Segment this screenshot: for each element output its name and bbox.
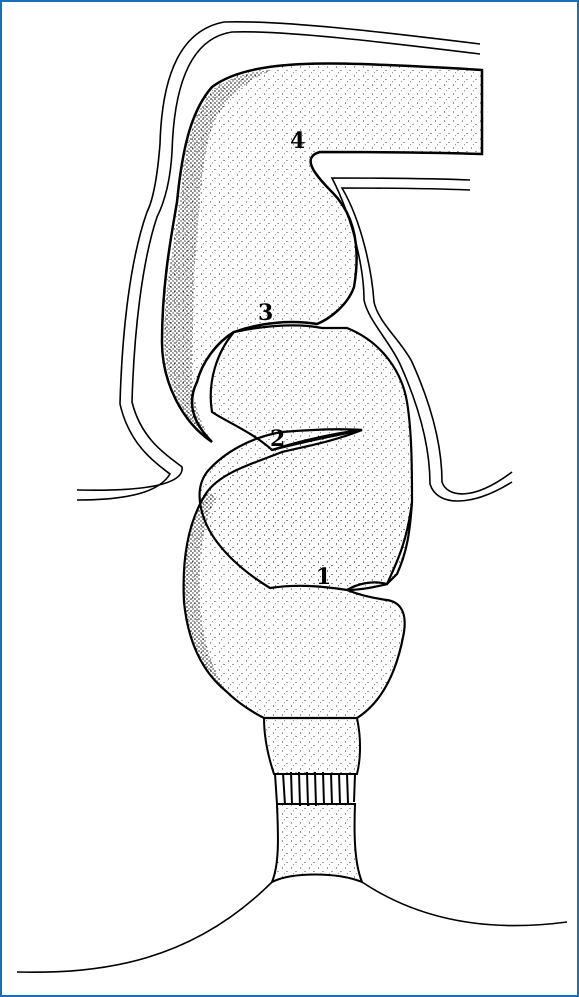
label-4: 4 (290, 128, 305, 154)
outlet-tube (264, 718, 360, 774)
label-3: 3 (258, 300, 273, 326)
outlet-striations (275, 772, 355, 806)
label-2: 2 (270, 426, 285, 452)
label-1: 1 (316, 564, 331, 590)
outlet-neck (272, 804, 362, 882)
